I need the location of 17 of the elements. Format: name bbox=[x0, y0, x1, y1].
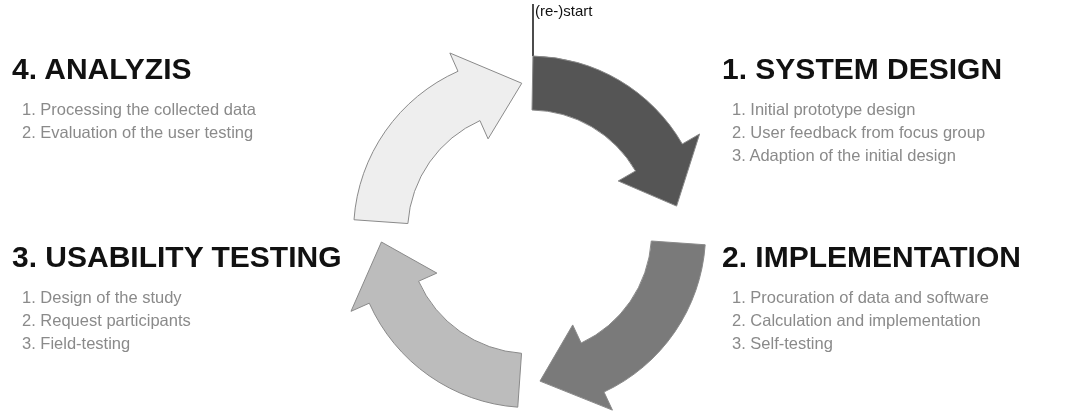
list-item: 3. Adaption of the initial design bbox=[732, 146, 957, 165]
list-item: 3. Self-testing bbox=[732, 334, 834, 353]
list-item: 2. User feedback from focus group bbox=[732, 123, 987, 142]
list-item: 1. Procuration of data and software bbox=[732, 288, 990, 307]
phase-heading: 1. SYSTEM DESIGN bbox=[722, 52, 1003, 86]
list-item: 2. Request participants bbox=[22, 311, 192, 330]
phase-heading: 2. IMPLEMENTATION bbox=[722, 240, 1021, 274]
list-item: 2. Evaluation of the user testing bbox=[22, 123, 255, 142]
list-item: 1. Design of the study bbox=[22, 288, 183, 307]
leader-line bbox=[532, 3, 534, 57]
phase-heading: 4. ANALYZIS bbox=[12, 52, 193, 86]
start-label: (re-)start bbox=[535, 2, 593, 19]
list-item: 3. Field-testing bbox=[22, 334, 132, 353]
list-item: 1. Processing the collected data bbox=[22, 100, 256, 119]
phase-heading: 3. USABILITY TESTING bbox=[12, 240, 342, 274]
list-item: 2. Calculation and implementation bbox=[732, 311, 982, 330]
list-item: 1. Initial prototype design bbox=[732, 100, 917, 119]
